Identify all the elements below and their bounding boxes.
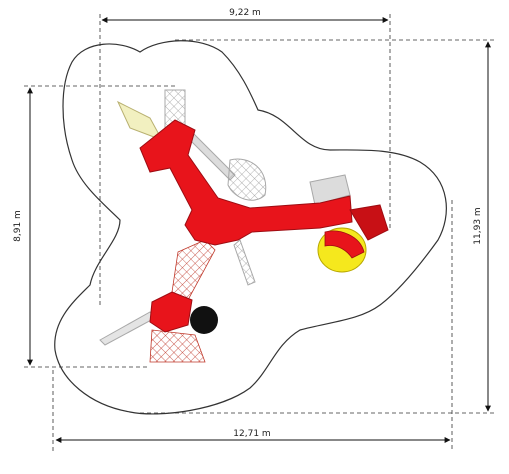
dimension-guides [24, 14, 497, 452]
dimension-arrows [27, 17, 491, 443]
dimension-right-height: 11,93 m [473, 207, 483, 244]
spiral-tube-slide [317, 204, 389, 273]
dimension-left-height: 8,91 m [13, 210, 23, 242]
grey-frames [99, 89, 351, 346]
tube-opening [190, 306, 218, 334]
lower-tower [149, 291, 193, 333]
slide-structure [139, 119, 353, 246]
dimension-top-width: 9,22 m [229, 8, 261, 18]
play-structure [99, 89, 389, 363]
climbing-net-upper [171, 239, 216, 301]
climbing-net-lower [149, 329, 206, 363]
dimension-bottom-width: 12,71 m [233, 429, 270, 439]
